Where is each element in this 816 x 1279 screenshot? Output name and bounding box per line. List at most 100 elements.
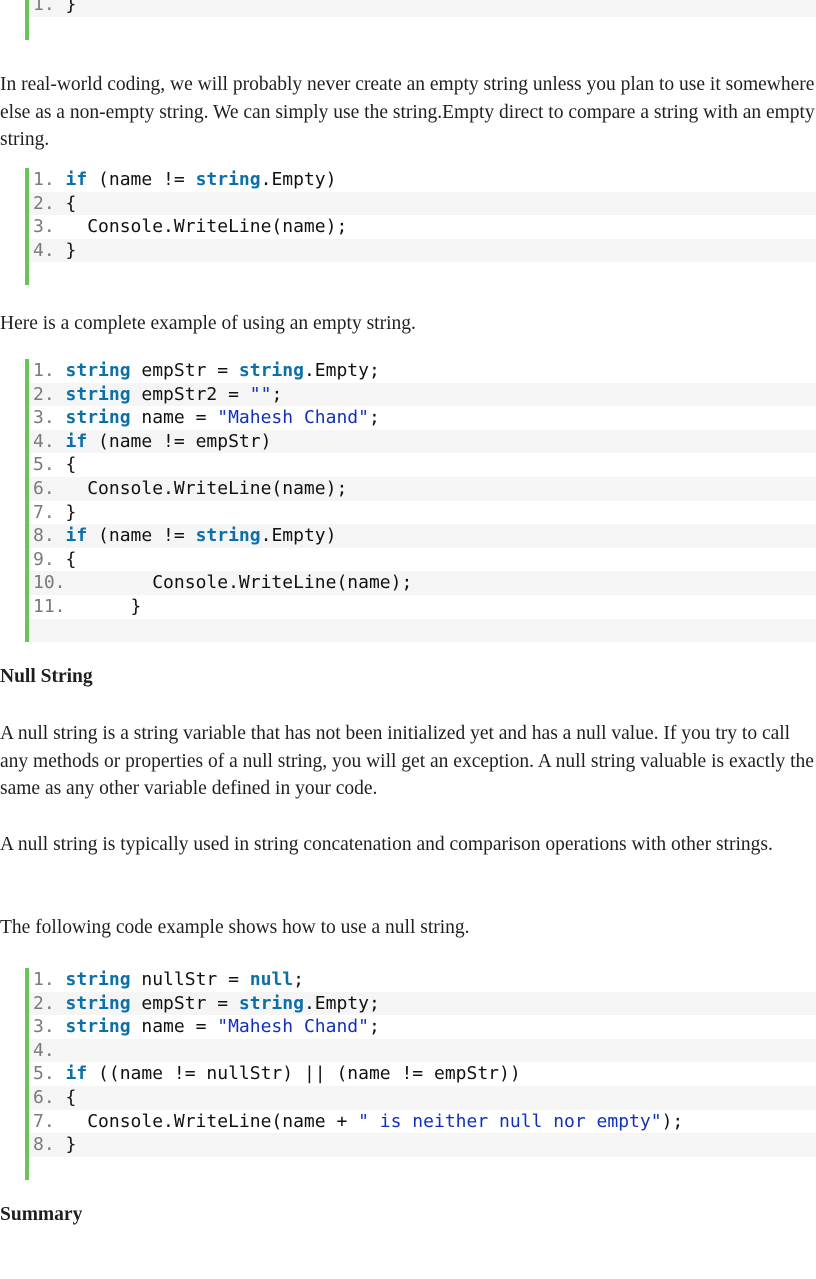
code-text: .Empty) xyxy=(260,169,337,190)
code-line: 5. if ((name != nullStr) || (name != emp… xyxy=(29,1062,816,1086)
code-keyword: if xyxy=(65,169,88,190)
paragraph-null-usage: A null string is typically used in strin… xyxy=(0,834,773,855)
line-number: 1. xyxy=(33,969,66,990)
line-number: 4. xyxy=(33,430,66,452)
code-line: 8. } xyxy=(29,1133,816,1157)
code-keyword: string xyxy=(65,969,131,990)
code-text: empStr = xyxy=(130,992,239,1014)
code-text: .Empty) xyxy=(260,525,337,547)
line-number: 1. xyxy=(33,0,66,15)
code-text: } xyxy=(76,595,142,617)
code-keyword: string xyxy=(238,992,304,1014)
code-text: empStr = xyxy=(130,360,239,381)
code-line: 5. { xyxy=(29,453,816,477)
code-line: 4. if (name != empStr) xyxy=(29,429,816,454)
code-text: { xyxy=(65,1086,77,1108)
line-number: 2. xyxy=(33,992,66,1014)
code-line: 6. { xyxy=(29,1085,816,1110)
code-line: 11. } xyxy=(29,595,816,619)
code-text: { xyxy=(65,548,77,570)
paragraph-null-example-intro: The following code example shows how to … xyxy=(0,917,470,938)
line-number: 6. xyxy=(33,477,66,499)
code-text: } xyxy=(65,1134,77,1156)
code-line: 6. Console.WriteLine(name); xyxy=(29,476,816,501)
code-text: (name != empStr) xyxy=(87,430,272,452)
code-text: ; xyxy=(368,1016,380,1038)
code-line: 4. xyxy=(29,1038,816,1063)
code-line: 1. } xyxy=(29,0,816,17)
code-text: { xyxy=(65,192,77,214)
heading-summary: Summary xyxy=(0,1204,83,1225)
code-line: 3. string name = "Mahesh Chand"; xyxy=(29,1015,816,1039)
code-line: 1. string empStr = string.Empty; xyxy=(29,359,816,383)
line-number: 11. xyxy=(33,595,77,617)
code-text: ; xyxy=(368,407,380,429)
code-keyword: string xyxy=(65,992,131,1014)
code-keyword: string xyxy=(65,1016,131,1038)
code-text: (name != xyxy=(87,525,196,547)
code-text: empStr2 = xyxy=(130,383,250,405)
code-line: 2. string empStr2 = ""; xyxy=(29,382,816,407)
code-keyword: string xyxy=(65,360,131,381)
code-line: 1. string nullStr = null; xyxy=(29,968,816,992)
paragraph-null-definition: A null string is a string variable that … xyxy=(0,723,814,799)
line-number: 8. xyxy=(33,525,66,547)
code-keyword: null xyxy=(249,969,294,990)
code-text: } xyxy=(65,239,77,261)
code-line: 10. Console.WriteLine(name); xyxy=(29,571,816,595)
line-number: 2. xyxy=(33,383,66,405)
code-block-null-string-example: 1. string nullStr = null;2. string empSt… xyxy=(25,968,816,1180)
line-number: 5. xyxy=(33,1063,66,1085)
code-string: "" xyxy=(249,383,272,405)
line-number: 2. xyxy=(33,192,66,214)
code-line: 8. if (name != string.Empty) xyxy=(29,524,816,548)
line-number: 4. xyxy=(33,239,66,261)
code-line: 7. Console.WriteLine(name + " is neither… xyxy=(29,1110,816,1134)
code-line: 3. Console.WriteLine(name); xyxy=(29,215,816,239)
code-line: 4. } xyxy=(29,238,816,263)
code-text: ); xyxy=(661,1110,684,1132)
code-text: } xyxy=(65,501,77,523)
code-block-padding xyxy=(29,262,816,286)
line-number: 10. xyxy=(33,572,77,594)
code-text: Console.WriteLine(name + xyxy=(65,1110,359,1132)
code-block-empty-string-example: 1. string empStr = string.Empty;2. strin… xyxy=(25,359,816,642)
code-text: ; xyxy=(271,383,283,405)
line-number: 1. xyxy=(33,169,66,190)
line-number: 4. xyxy=(33,1039,66,1061)
code-block-if-not-empty: 1. if (name != string.Empty)2. {3. Conso… xyxy=(25,168,816,286)
code-text: } xyxy=(65,0,77,15)
line-number: 5. xyxy=(33,454,66,476)
code-keyword: string xyxy=(238,360,304,381)
code-string: " is neither null nor empty" xyxy=(358,1110,662,1132)
code-keyword: if xyxy=(65,525,88,547)
code-string: "Mahesh Chand" xyxy=(217,1016,369,1038)
code-text: .Empty; xyxy=(303,360,380,381)
code-line: 2. string empStr = string.Empty; xyxy=(29,991,816,1016)
code-text: Console.WriteLine(name); xyxy=(76,572,413,594)
paragraph-complete-example: Here is a complete example of using an e… xyxy=(0,313,416,334)
code-keyword: if xyxy=(65,1063,88,1085)
line-number: 7. xyxy=(33,1110,66,1132)
code-keyword: string xyxy=(195,525,261,547)
code-text: ; xyxy=(293,969,304,990)
line-number: 1. xyxy=(33,360,66,381)
code-string: "Mahesh Chand" xyxy=(217,407,369,429)
code-block-closing-brace: 1. } xyxy=(25,0,816,40)
code-text: nullStr = xyxy=(130,969,250,990)
code-keyword: string xyxy=(65,407,131,429)
code-keyword: if xyxy=(65,430,88,452)
code-block-padding xyxy=(29,1156,816,1180)
code-text: .Empty; xyxy=(303,992,380,1014)
code-text: Console.WriteLine(name); xyxy=(65,216,348,238)
code-line: 1. if (name != string.Empty) xyxy=(29,168,816,192)
line-number: 6. xyxy=(33,1086,66,1108)
line-number: 7. xyxy=(33,501,66,523)
code-block-padding xyxy=(29,16,816,40)
code-text: Console.WriteLine(name); xyxy=(65,477,348,499)
heading-null-string: Null String xyxy=(0,666,93,687)
code-text: ((name != nullStr) || (name != empStr)) xyxy=(87,1063,521,1085)
code-line: 3. string name = "Mahesh Chand"; xyxy=(29,406,816,430)
code-text: (name != xyxy=(87,169,196,190)
